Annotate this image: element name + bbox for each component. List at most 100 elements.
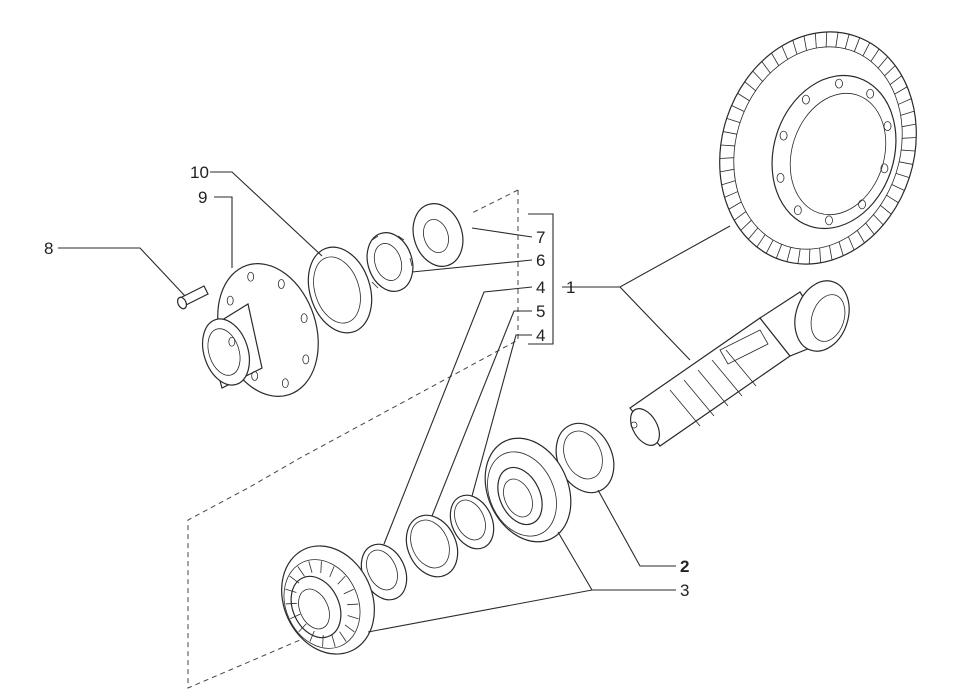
gear-tooth bbox=[835, 32, 839, 48]
bearing-roller bbox=[297, 566, 305, 577]
flange-bolt-hole bbox=[251, 371, 259, 381]
callout-labels: 1 2 3 4 4 5 6 7 8 9 10 bbox=[44, 163, 689, 600]
gear-tooth bbox=[752, 70, 763, 82]
gear-tooth bbox=[740, 219, 752, 231]
callout-3: 3 bbox=[680, 581, 689, 600]
bearing-roller bbox=[290, 613, 301, 620]
bearing-roller bbox=[289, 575, 300, 584]
gear-tooth bbox=[891, 184, 905, 191]
bearing-roller bbox=[285, 602, 297, 605]
gear-tooth bbox=[771, 52, 780, 66]
flange-bolt-hole bbox=[302, 354, 310, 365]
gear-tooth bbox=[895, 172, 910, 179]
bearing-roller bbox=[285, 588, 297, 593]
bearing-roller bbox=[331, 635, 336, 647]
gear-tooth bbox=[723, 131, 737, 135]
bearing-roller bbox=[298, 623, 307, 633]
gear-tooth bbox=[865, 222, 875, 235]
gear-tooth bbox=[781, 45, 789, 60]
gear-tooth bbox=[748, 227, 759, 240]
callout-2: 2 bbox=[680, 557, 689, 576]
gear-tooth bbox=[733, 211, 747, 221]
callout-5: 5 bbox=[536, 302, 545, 321]
gear-tooth bbox=[880, 205, 892, 215]
bearing-flange bbox=[201, 263, 319, 397]
callout-6: 6 bbox=[536, 251, 545, 270]
gear-bolt-hole bbox=[802, 94, 810, 105]
gear-tooth bbox=[775, 244, 783, 259]
gear-bolt-hole bbox=[793, 205, 802, 216]
leader-lines bbox=[58, 171, 731, 633]
flange-bolt-hole bbox=[300, 313, 308, 324]
gear-tooth bbox=[901, 149, 916, 152]
gear-tooth bbox=[889, 75, 903, 85]
gear-tooth bbox=[902, 137, 917, 139]
gear-tooth bbox=[803, 35, 807, 51]
gear-tooth bbox=[808, 249, 811, 265]
front-bearing bbox=[484, 437, 572, 543]
gear-tooth bbox=[844, 34, 850, 49]
gear-tooth bbox=[847, 236, 855, 251]
gear-tooth bbox=[884, 65, 896, 77]
bearing-roller bbox=[339, 631, 347, 642]
flange-bolt-hole bbox=[277, 279, 285, 289]
gear-tooth bbox=[899, 161, 913, 165]
gear-tooth bbox=[792, 40, 798, 55]
gear-tooth bbox=[719, 157, 734, 159]
gear-tooth bbox=[825, 31, 828, 47]
gear-tooth bbox=[786, 247, 792, 262]
gear-tooth bbox=[731, 105, 745, 112]
gear-bolt-hole bbox=[883, 121, 892, 132]
flange-bolt-hole bbox=[226, 295, 234, 306]
bearing-roller bbox=[344, 624, 355, 633]
gear-tooth bbox=[856, 230, 865, 244]
bearing-roller bbox=[322, 634, 324, 647]
gear-tooth bbox=[797, 248, 801, 264]
callout-4-lower: 4 bbox=[536, 326, 545, 345]
gear-tooth bbox=[853, 37, 861, 52]
lock-washer bbox=[412, 203, 464, 267]
bearing-roller bbox=[329, 566, 335, 578]
ring-gear bbox=[719, 31, 917, 265]
spacer-ring-5 bbox=[449, 494, 495, 550]
bearing-roller bbox=[347, 603, 359, 606]
gear-tooth bbox=[901, 123, 917, 128]
gear-bolt-hole bbox=[825, 215, 833, 226]
assembly-boundary bbox=[187, 189, 519, 689]
gear-tooth bbox=[724, 191, 738, 198]
gear-tooth bbox=[744, 81, 756, 91]
gear-tooth bbox=[719, 168, 735, 173]
gear-tooth bbox=[726, 117, 741, 124]
gear-tooth bbox=[737, 92, 750, 102]
flange-bolt-hole bbox=[228, 336, 236, 347]
bearing-roller bbox=[347, 615, 359, 620]
callout-7: 7 bbox=[536, 228, 545, 247]
gear-tooth bbox=[870, 48, 880, 62]
gear-tooth bbox=[814, 33, 817, 49]
gear-tooth bbox=[721, 180, 736, 186]
gear-bolt-hole bbox=[880, 163, 889, 174]
flange-bolt bbox=[176, 285, 209, 310]
gear-tooth bbox=[898, 98, 912, 105]
callout-4-upper: 4 bbox=[536, 278, 545, 297]
gear-tooth bbox=[728, 201, 742, 210]
gear-bolt-hole bbox=[866, 88, 875, 99]
rear-bearing bbox=[281, 545, 375, 655]
gear-bolt-hole bbox=[779, 130, 788, 141]
gear-tooth bbox=[838, 241, 844, 256]
callout-1: 1 bbox=[566, 278, 575, 297]
shim-ring bbox=[555, 422, 615, 494]
gear-tooth bbox=[862, 42, 871, 57]
bearing-roller bbox=[309, 630, 315, 642]
bearing-roller bbox=[320, 561, 322, 574]
seal-ring bbox=[307, 246, 373, 334]
gear-bolt-hole bbox=[835, 78, 843, 89]
gear-tooth bbox=[765, 239, 774, 254]
gear-tooth bbox=[873, 214, 884, 226]
callout-10: 10 bbox=[190, 163, 209, 182]
slotted-nut bbox=[366, 232, 414, 292]
pinion-shaft bbox=[629, 280, 850, 447]
bearing-roller bbox=[343, 588, 354, 595]
gear-tooth bbox=[761, 61, 771, 74]
